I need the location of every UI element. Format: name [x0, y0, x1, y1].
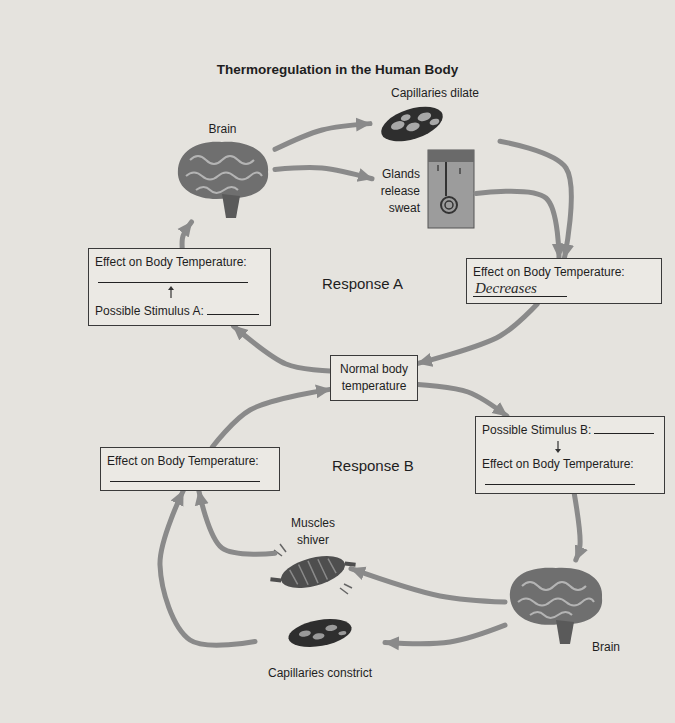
text-row	[95, 285, 264, 302]
node-text: Possible Stimulus B:	[482, 423, 591, 437]
text-row: Capillaries dilate	[370, 84, 500, 101]
text-row: Capillaries constrict	[255, 664, 385, 681]
cycle-arrow	[199, 491, 275, 554]
shivering-muscle-illustration	[268, 544, 358, 597]
cycle-arrow	[233, 326, 330, 371]
picture-node: Brain	[170, 120, 275, 222]
text-box: Effect on Body Temperature:	[100, 447, 280, 491]
picture-node: Muscles shiver	[275, 514, 351, 600]
text-row: Possible Stimulus A:	[95, 302, 264, 319]
text-row	[95, 270, 264, 285]
text-row: Brain	[505, 638, 620, 655]
picture-node: Glands release sweat	[372, 150, 476, 230]
text-box: Normal body temperature	[330, 355, 418, 401]
constricted-capillaries-illustration	[286, 615, 354, 652]
text-row: Effect on Body Temperature:	[482, 455, 658, 472]
text-row: Muscles shiver	[275, 514, 351, 548]
cycle-arrow	[418, 304, 537, 363]
picture-node: Capillaries dilate	[370, 84, 500, 146]
cycle-arrow	[351, 569, 505, 602]
cycle-arrow	[418, 385, 507, 416]
node-text: Capillaries dilate	[391, 86, 479, 100]
text-row: Effect on Body Temperature:	[107, 452, 273, 469]
node-text: Effect on Body Temperature:	[473, 265, 625, 279]
response-label: Response A	[322, 275, 403, 292]
cycle-arrow	[574, 494, 580, 560]
sweat-gland-illustration	[428, 150, 474, 228]
cycle-arrow	[212, 389, 330, 447]
node-text: Muscles shiver	[291, 516, 335, 547]
text-row	[107, 469, 273, 484]
text-row: Effect on Body Temperature:	[95, 253, 264, 270]
node-text: Effect on Body Temperature:	[482, 457, 634, 471]
node-text: Capillaries constrict	[268, 666, 372, 680]
text-row: Glands release sweat	[372, 165, 420, 216]
brain-illustration	[178, 142, 268, 218]
text-row	[482, 472, 658, 487]
text-row: Effect on Body Temperature:	[473, 263, 655, 280]
diagram-title: Thermoregulation in the Human Body	[0, 62, 675, 77]
text-box: Effect on Body Temperature: Possible Stim…	[88, 248, 271, 326]
text-box: Possible Stimulus B: Effect on Body Tempe…	[475, 416, 665, 494]
answer-blank	[110, 469, 260, 482]
picture-node: Brain	[505, 560, 620, 655]
answer-blank	[207, 302, 259, 315]
cycle-arrow	[160, 491, 255, 645]
node-text: Possible Stimulus A:	[95, 304, 204, 318]
cycle-arrow	[182, 222, 191, 248]
node-text: Effect on Body Temperature:	[95, 255, 247, 269]
text-row: Decreases	[473, 280, 655, 297]
text-row: Possible Stimulus B:	[482, 421, 658, 438]
node-text: Effect on Body Temperature:	[107, 454, 259, 468]
node-text: Brain	[208, 122, 236, 136]
small-arrow	[165, 285, 177, 300]
node-text: Glands release sweat	[381, 167, 420, 215]
answer-blank	[594, 421, 654, 434]
cycle-arrow	[476, 191, 559, 258]
text-row: Normal body temperature	[337, 360, 411, 394]
answer-blank	[98, 270, 248, 283]
cycle-arrow	[385, 625, 505, 643]
node-text: Brain	[592, 640, 620, 654]
answer-blank	[485, 472, 635, 485]
text-row	[482, 438, 658, 455]
brain-illustration	[510, 568, 602, 644]
cycle-arrow	[275, 124, 370, 150]
text-row: Brain	[170, 120, 275, 137]
response-label: Response B	[332, 457, 414, 474]
picture-node: Capillaries constrict	[255, 605, 385, 681]
dilated-capillaries-illustration	[377, 100, 447, 148]
node-text: Normal body temperature	[340, 362, 408, 393]
small-arrow	[552, 438, 564, 453]
text-box: Effect on Body Temperature: Decreases	[466, 258, 662, 304]
cycle-arrow	[275, 168, 372, 179]
handwritten-answer: Decreases	[473, 281, 567, 297]
